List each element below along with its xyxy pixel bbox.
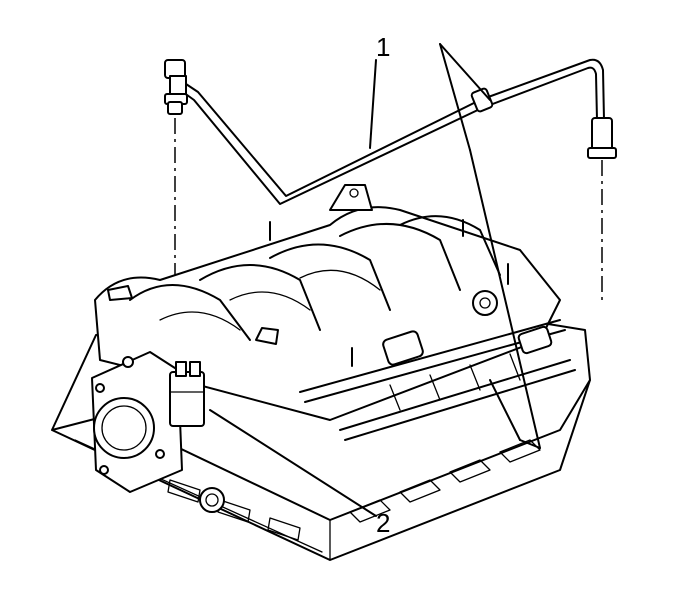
fuel-pressure-regulator — [169, 361, 205, 427]
callout-leaders — [209, 43, 541, 517]
callout-1-label: 1 — [376, 32, 390, 62]
fuel-rail — [299, 290, 576, 441]
fuel-line-tube — [164, 58, 617, 205]
callout-2-label: 2 — [376, 508, 390, 538]
intake-runners — [94, 184, 561, 421]
throttle-body — [91, 351, 225, 513]
